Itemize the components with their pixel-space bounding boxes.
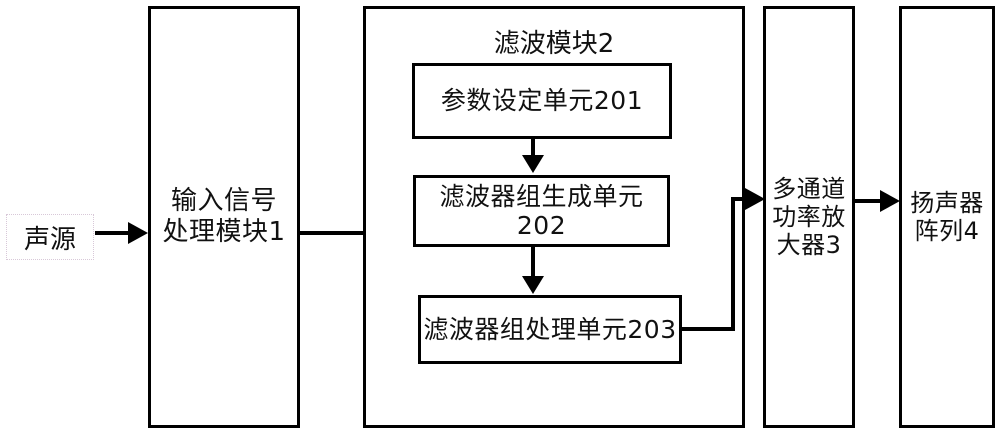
connector-unit203-to-amplifier-segment-vertical <box>731 197 735 331</box>
connector-unit201-to-unit202 <box>531 139 535 165</box>
block-input-signal-processing-module[interactable]: 输入信号 处理模块1 <box>148 6 300 428</box>
block-loudspeaker-array-label: 扬声器 阵列4 <box>910 188 984 245</box>
block-filter-bank-processing-unit-label: 滤波器组处理单元203 <box>423 314 677 344</box>
block-parameter-setting-unit-label: 参数设定单元201 <box>440 86 644 116</box>
block-multichannel-power-amplifier-label: 多通道 功率放 大器3 <box>772 174 846 260</box>
block-multichannel-power-amplifier[interactable]: 多通道 功率放 大器3 <box>763 6 855 428</box>
block-loudspeaker-array[interactable]: 扬声器 阵列4 <box>899 6 995 428</box>
arrowhead-unit202-to-unit203-icon <box>522 276 544 294</box>
source-label: 声源 <box>6 214 94 260</box>
block-input-signal-processing-module-label: 输入信号 处理模块1 <box>162 186 286 247</box>
arrowhead-unit201-to-unit202-icon <box>522 155 544 173</box>
connector-unit202-to-unit203 <box>531 247 535 279</box>
connector-amplifier-to-loudspeaker-array <box>855 199 887 203</box>
connector-unit203-to-amplifier-segment-horizontal-top <box>731 197 753 201</box>
connector-unit203-to-amplifier-segment-horizontal-bottom <box>680 327 735 331</box>
connector-module1-to-unit203-segment-horizontal-top <box>298 231 387 235</box>
arrowhead-source-to-module1-icon <box>128 222 148 244</box>
block-filter-module-label: 滤波模块2 <box>493 29 615 59</box>
block-parameter-setting-unit[interactable]: 参数设定单元201 <box>412 63 672 139</box>
block-filter-bank-generation-unit[interactable]: 滤波器组生成单元202 <box>413 175 670 247</box>
block-filter-bank-processing-unit[interactable]: 滤波器组处理单元203 <box>418 295 682 364</box>
connector-source-to-module1 <box>95 231 135 235</box>
arrowhead-amplifier-to-loudspeaker-array-icon <box>880 190 900 212</box>
block-filter-bank-generation-unit-label: 滤波器组生成单元202 <box>439 181 644 241</box>
arrowhead-unit203-to-amplifier-icon <box>745 188 765 210</box>
